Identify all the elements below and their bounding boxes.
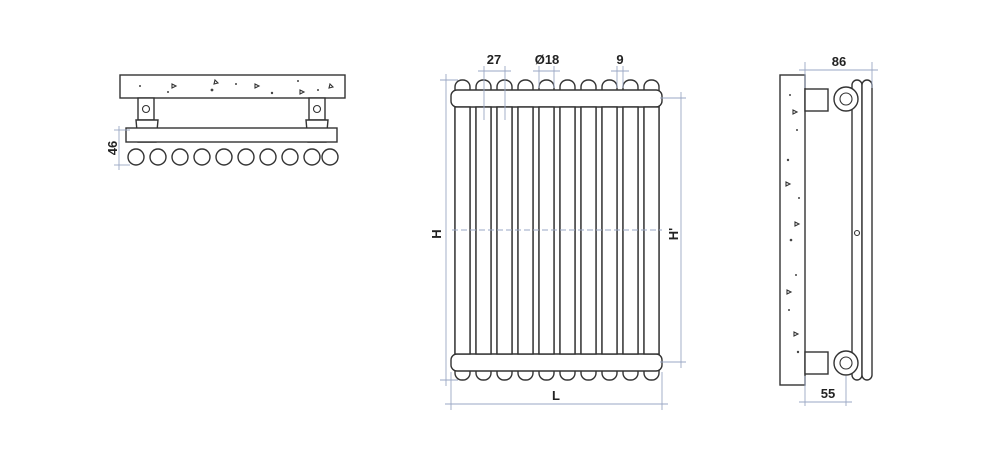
dimension-diameter: Ø18 [533,52,560,88]
bracket-right [308,97,326,121]
bracket-left [137,97,155,121]
dimension-label-46: 46 [105,141,120,155]
side-bottom-valve [833,350,859,376]
dimension-27: 27 [478,52,511,120]
wall-slab-side [779,74,806,386]
dimension-label-27: 27 [487,52,501,67]
wall-texture-top [139,78,335,95]
dimension-46: 46 [105,126,130,170]
front-view: 27 Ø18 9 H H' [429,52,686,410]
dimension-label-86: 86 [832,54,846,69]
front-bottom-header [450,353,663,372]
header-bar [125,127,338,143]
dimension-86: 86 [799,54,878,88]
dimension-h-prime: H' [660,92,686,368]
column-tubes-top [127,148,339,166]
dimension-label-l: L [552,388,560,403]
dimension-l: L [445,372,668,410]
dimension-55: 55 [799,376,852,406]
dimension-label-h-prime: H' [666,228,681,240]
dimension-9: 9 [611,52,629,88]
dimension-label-h: H [429,229,444,238]
front-columns-middle [454,106,660,355]
side-bottom-bracket [804,351,829,375]
side-view: 86 55 [779,54,878,406]
dimension-label-55: 55 [821,386,835,401]
side-top-bracket [804,88,829,112]
side-column-front [861,79,873,381]
front-top-header [450,89,663,108]
wall-slab-top [119,74,346,99]
side-top-valve [833,86,859,112]
top-view: 46 [105,74,346,170]
wall-texture-side [785,94,801,354]
dimension-label-diameter: Ø18 [535,52,560,67]
dimension-label-9: 9 [616,52,623,67]
dimension-h: H [429,74,458,386]
